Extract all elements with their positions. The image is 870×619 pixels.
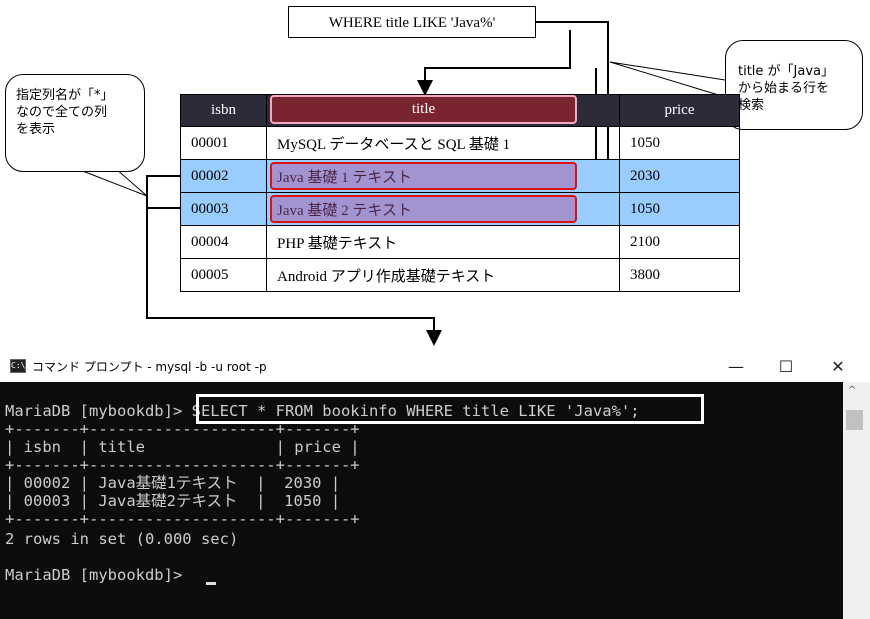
minimize-button[interactable]: — — [728, 357, 744, 376]
cell-isbn: 00004 — [180, 225, 267, 259]
cell-title: Android アプリ作成基礎テキスト — [266, 258, 620, 292]
prompt-line: MariaDB [mybookdb]> SELECT * FROM bookin… — [5, 402, 640, 420]
match-highlight-box — [270, 162, 577, 190]
title-column-highlight: title — [270, 95, 577, 124]
command-highlight-box — [196, 394, 704, 424]
table-border: +-------+--------------------+-------+ — [5, 420, 360, 438]
sql-command: SELECT * FROM bookinfo WHERE title LIKE … — [191, 402, 640, 420]
cell-price: 3800 — [619, 258, 740, 292]
cell-isbn: 00003 — [180, 192, 267, 226]
table-row: 00005 Android アプリ作成基礎テキスト 3800 — [180, 258, 740, 292]
column-header-isbn: isbn — [180, 94, 267, 127]
prompt: MariaDB [mybookdb]> — [5, 402, 192, 420]
match-highlight-box — [270, 195, 577, 223]
table-row: 00001 MySQL データベースと SQL 基礎 1 1050 — [180, 126, 740, 160]
callout-all-columns: 指定列名が「*」 なので全ての列 を表示 — [5, 74, 145, 172]
cell-price: 2100 — [619, 225, 740, 259]
callout-line: 検索 — [738, 98, 765, 113]
window-title: コマンド プロンプト - mysql -b -u root -p — [32, 360, 267, 374]
scrollbar-thumb[interactable] — [846, 410, 863, 430]
prompt-line[interactable]: MariaDB [mybookdb]> — [5, 566, 192, 584]
cell-title: MySQL データベースと SQL 基礎 1 — [266, 126, 620, 160]
cell-isbn: 00002 — [180, 159, 267, 193]
cell-title: Java 基礎 2 テキスト — [266, 192, 620, 226]
table-row-highlighted: 00003 Java 基礎 2 テキスト 1050 — [180, 192, 740, 226]
result-summary: 2 rows in set (0.000 sec) — [5, 530, 239, 548]
column-header-price: price — [619, 94, 740, 127]
scroll-up-icon[interactable]: ^ — [848, 385, 857, 396]
table-row-highlighted: 00002 Java 基礎 1 テキスト 2030 — [180, 159, 740, 193]
close-button[interactable]: ✕ — [831, 357, 845, 376]
cell-price: 2030 — [619, 159, 740, 193]
cell-isbn: 00001 — [180, 126, 267, 160]
cell-price: 1050 — [619, 126, 740, 160]
callout-line: title が「Java」 — [738, 64, 835, 79]
callout-line: 指定列名が「*」 — [16, 88, 114, 103]
result-header: | isbn | title | price | — [5, 438, 360, 456]
callout-line: を表示 — [16, 122, 56, 137]
cmd-app-icon: C:\ — [10, 359, 26, 373]
text-cursor — [206, 582, 216, 585]
maximize-button[interactable]: ☐ — [778, 357, 794, 376]
cell-price: 1050 — [619, 192, 740, 226]
cell-title: PHP 基礎テキスト — [266, 225, 620, 259]
result-row: | 00003 | Java基礎2テキスト | 1050 | — [5, 492, 341, 510]
cell-title: Java 基礎 1 テキスト — [266, 159, 620, 193]
table-row: 00004 PHP 基礎テキスト 2100 — [180, 225, 740, 259]
result-row: | 00002 | Java基礎1テキスト | 2030 | — [5, 474, 341, 492]
callout-java-prefix: title が「Java」 から始まる行を 検索 — [725, 40, 863, 130]
window-titlebar[interactable] — [0, 352, 870, 382]
table-border: +-------+--------------------+-------+ — [5, 456, 360, 474]
cell-isbn: 00005 — [180, 258, 267, 292]
callout-line: から始まる行を — [738, 81, 830, 96]
callout-line: なので全ての列 — [16, 105, 108, 120]
table-border: +-------+--------------------+-------+ — [5, 510, 360, 528]
query-condition-label: WHERE title LIKE 'Java%' — [288, 6, 536, 38]
